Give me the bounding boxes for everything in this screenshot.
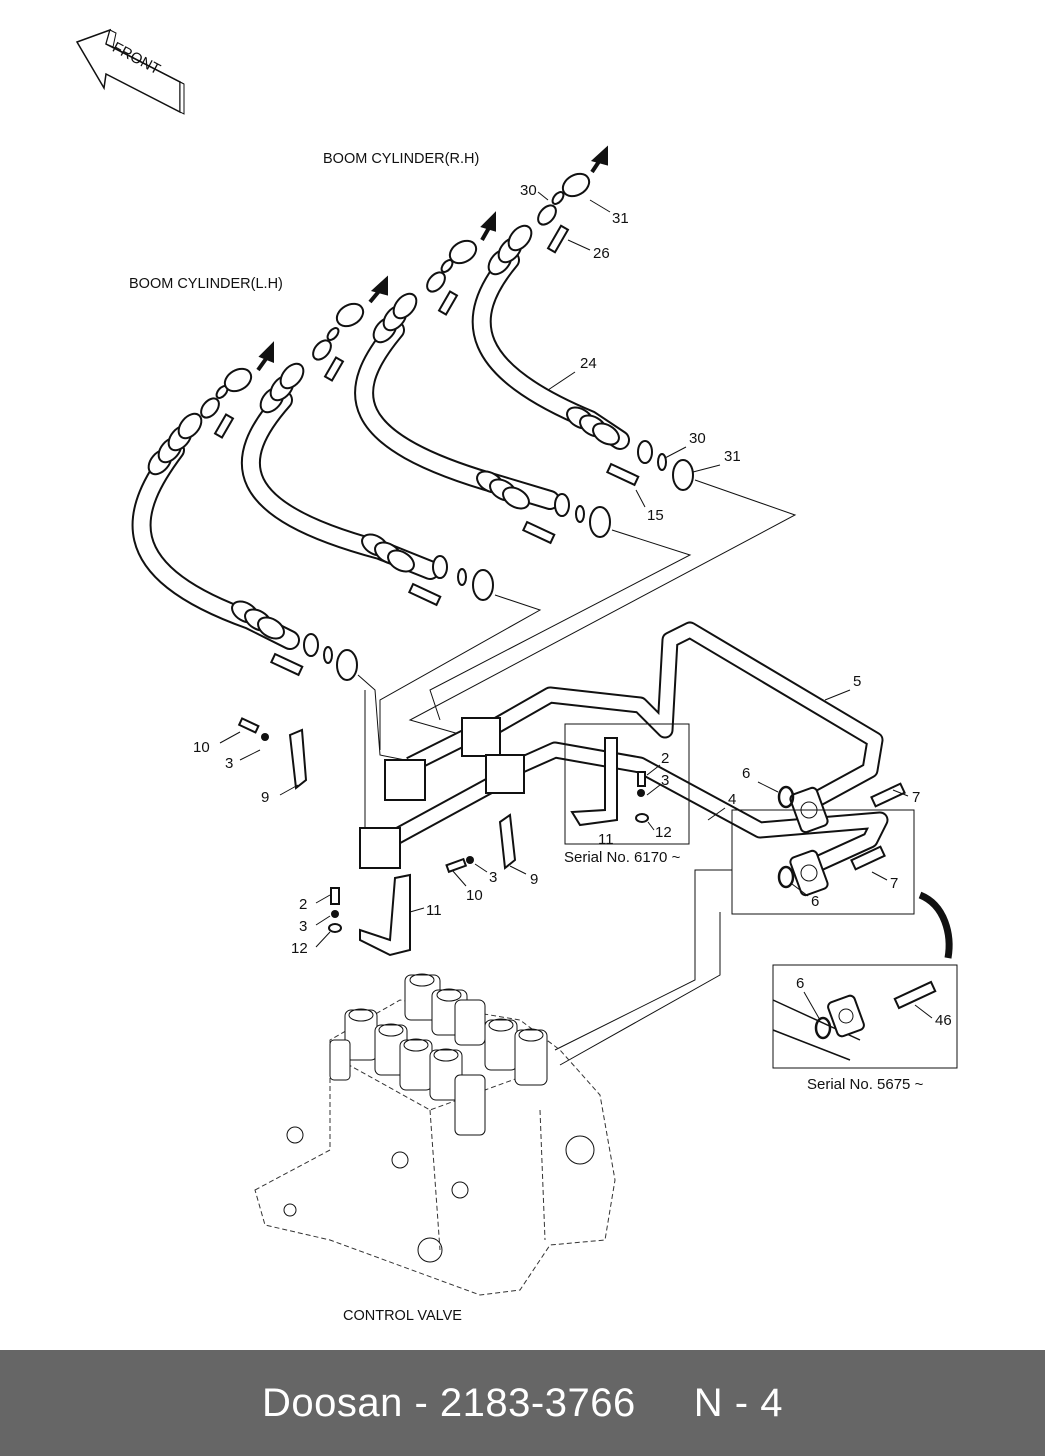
hose-assembly-4 [471, 250, 630, 450]
serial-note-5675: Serial No. 5675 ~ [807, 1076, 924, 1093]
callout: 24 [580, 355, 597, 372]
callout: 6 [796, 975, 804, 992]
callout: 31 [612, 210, 629, 227]
control-valve [254, 973, 616, 1296]
callout: 7 [912, 789, 920, 806]
footer-brand: Doosan [262, 1380, 403, 1425]
callout: 30 [520, 182, 537, 199]
callout: 46 [935, 1012, 952, 1029]
hose-assembly-1 [131, 440, 300, 650]
tube-blocks [359, 717, 525, 869]
callout: 7 [890, 875, 898, 892]
footer-page-ref: N - 4 [693, 1380, 783, 1425]
callout-labels: 30 31 26 24 30 31 15 10 3 9 3 10 9 2 3 1… [193, 182, 952, 1029]
callout: 11 [598, 831, 614, 848]
bracket-lower [328, 873, 411, 957]
hose-ferrules [147, 224, 620, 640]
serial-note-6170: Serial No. 6170 ~ [564, 849, 681, 866]
callout: 6 [811, 893, 819, 910]
pipe-5 [475, 621, 884, 808]
callout: 9 [530, 871, 538, 888]
leader-line [559, 912, 721, 1066]
parts-diagram: FRONT BOOM CYLINDER(R.H) BOOM CYLINDER(L… [75, 28, 958, 1324]
inset-bracket-6170: Serial No. 6170 ~ [564, 723, 690, 866]
callout: 6 [742, 765, 750, 782]
callout: 15 [647, 507, 664, 524]
boom-cylinder-rh-title: BOOM CYLINDER(R.H) [323, 151, 479, 167]
callout: 3 [225, 755, 233, 772]
bottom-fittings [269, 440, 694, 681]
boom-cylinder-lh-title: BOOM CYLINDER(L.H) [129, 276, 283, 292]
callout: 30 [689, 430, 706, 447]
clamp-upper [237, 717, 308, 790]
top-fittings [200, 172, 591, 439]
pipe-4 [506, 741, 889, 873]
leader-line [554, 869, 732, 1051]
callout: 10 [466, 887, 483, 904]
hose-assembly-2 [240, 390, 440, 580]
control-valve-title: CONTROL VALVE [343, 1308, 462, 1324]
callout: 3 [299, 918, 307, 935]
leader-lines [357, 479, 797, 835]
callout: 9 [261, 789, 269, 806]
clamp-lower [445, 813, 517, 874]
callout: 3 [661, 772, 669, 789]
callout-swoosh [918, 891, 953, 959]
callout: 2 [661, 750, 669, 767]
callout: 31 [724, 448, 741, 465]
callout: 2 [299, 896, 307, 913]
callout: 12 [655, 824, 672, 841]
footer-separator: - [402, 1380, 440, 1425]
footer-gap [636, 1381, 694, 1426]
hose-assembly-3 [354, 320, 560, 510]
callout: 12 [291, 940, 308, 957]
direction-arrow-icons [256, 145, 608, 372]
callout: 5 [853, 673, 861, 690]
callout: 11 [426, 902, 442, 919]
callout: 4 [728, 791, 736, 808]
pipe-flanges [777, 782, 906, 897]
inset-flange-5675: Serial No. 5675 ~ [772, 964, 958, 1093]
callout: 10 [193, 739, 210, 756]
front-arrow-icon: FRONT [75, 28, 185, 115]
footer-part-number: 2183-3766 [439, 1380, 636, 1425]
callout: 3 [489, 869, 497, 886]
callout: 26 [593, 245, 610, 262]
footer-bar: Doosan - 2183-3766 N - 4 [0, 1350, 1045, 1456]
inset-pipe4-box [731, 809, 915, 915]
